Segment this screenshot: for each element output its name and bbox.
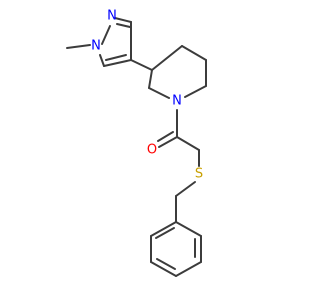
bond-piperidine-c2-n1: [148, 87, 170, 99]
bond-carbonyl-ch2: [176, 136, 200, 151]
bond-phenyl-inner-2: [156, 258, 176, 270]
bond-pyrazole-c5-n1: [99, 54, 105, 67]
bond-piperidine-c5-c4: [181, 45, 207, 61]
bond-phenyl-inner-1: [155, 227, 175, 239]
bond-phenyl-3: [150, 261, 177, 277]
bond-piperidine-c4-c3: [151, 45, 183, 71]
bond-piperidine-n1-c6: [184, 85, 207, 98]
bond-pyrazole-n2-c3-inner: [116, 23, 131, 28]
bond-pyrazole-c4-c5-inner: [105, 54, 127, 61]
bond-s-ch2: [175, 181, 196, 197]
bond-phenyl-6: [175, 221, 202, 237]
bond-pyrazole-n2-c3: [114, 17, 132, 23]
bond-piperidine-c3-c2: [148, 69, 153, 89]
bond-methyl-n: [66, 44, 91, 49]
atom-n-pyrazole: N: [107, 9, 117, 24]
bond-carbonyl-o-inner: [157, 131, 174, 142]
atom-o-carbonyl: O: [147, 143, 157, 158]
bond-phenyl-1: [150, 221, 177, 237]
bond-carbonyl-o-outer: [158, 136, 178, 148]
atom-n-methyl: N: [91, 39, 101, 54]
bond-phenyl-4: [175, 261, 202, 277]
bond-pyrazole-piperidine: [130, 59, 153, 71]
bond-pyrazole-c4-c5: [103, 59, 132, 67]
atom-s-thioether: S: [195, 167, 203, 182]
bond-pyrazole-n1-n2: [101, 25, 111, 45]
structure-diagram: N N N O S: [66, 8, 207, 277]
atom-n-piperidine: N: [172, 94, 182, 109]
